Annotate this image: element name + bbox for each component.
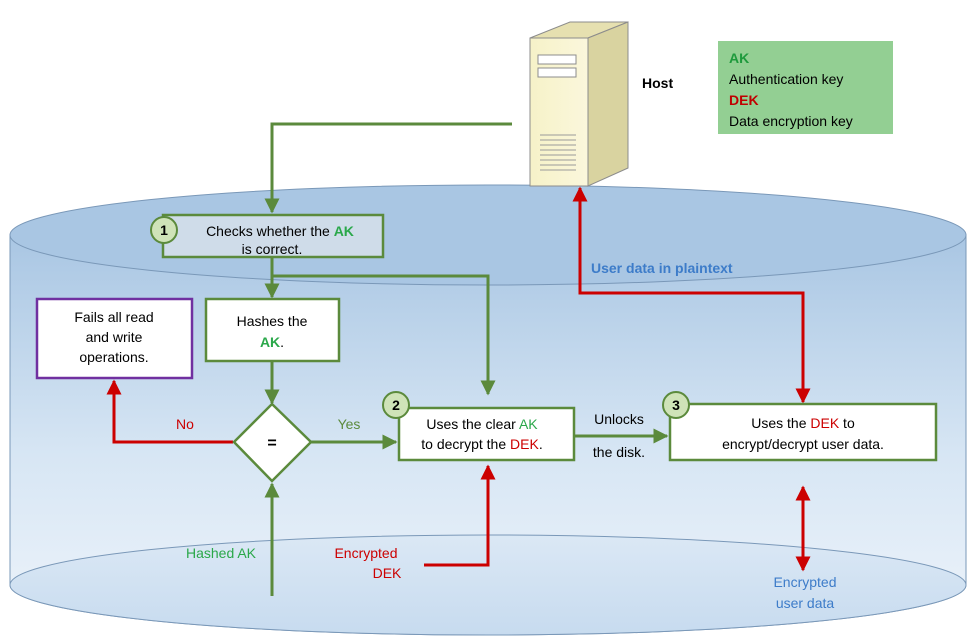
step1-line2: is correct.: [242, 241, 303, 257]
step3-line2: encrypt/decrypt user data.: [722, 436, 884, 452]
no-label: No: [176, 416, 194, 432]
fail-line1: Fails all read: [74, 309, 153, 325]
host-label: Host: [642, 75, 673, 91]
encrypted-user-data-label-line2: user data: [776, 595, 835, 611]
fail-box: Fails all read and write operations.: [35, 297, 194, 380]
step3-host-plaintext-line: [572, 186, 811, 404]
fail-line3: operations.: [79, 349, 148, 365]
step1-badge: [150, 216, 178, 244]
legend-ak-full: Authentication key: [729, 71, 843, 87]
step2-box: 2 Uses the clear AK to decrypt the DEK.: [382, 391, 576, 462]
legend-dek-full: Data encryption key: [729, 113, 853, 129]
encrypted-dek-label-line1: Encrypted: [334, 545, 397, 561]
yes-label: Yes: [338, 416, 361, 432]
legend-box: AK Authentication key DEK Data encryptio…: [718, 41, 893, 134]
step1-line1: Checks whether the AK: [206, 223, 354, 239]
step3-badge: [662, 391, 690, 419]
step1-line1-key: AK: [334, 223, 354, 239]
hashed-ak-label: Hashed AK: [186, 545, 257, 561]
hash-key: AK: [260, 334, 280, 350]
step2-line2-prefix: to decrypt the: [421, 436, 510, 452]
step1-box: 1 Checks whether the AK is correct.: [150, 213, 385, 259]
step2-number: 2: [392, 397, 400, 413]
plaintext-label: User data in plaintext: [591, 260, 733, 276]
host-to-step1-line: [264, 122, 512, 214]
encrypted-dek-to-step2-line: [424, 464, 496, 567]
step2-line1-prefix: Uses the clear: [426, 416, 519, 432]
step2-line1: Uses the clear AK: [426, 416, 538, 432]
compare-symbol: =: [267, 435, 276, 452]
red-connectors: [106, 186, 811, 572]
hash-line1: Hashes the: [237, 313, 308, 329]
step3-line1-suffix: to: [839, 415, 855, 431]
step1-line1-prefix: Checks whether the: [206, 223, 334, 239]
host-server-icon: [529, 21, 629, 187]
fail-line2: and write: [86, 329, 143, 345]
step2-line2-key: DEK: [510, 436, 539, 452]
encrypted-dek-label-line2: DEK: [373, 565, 402, 581]
step3-box: 3 Uses the DEK to encrypt/decrypt user d…: [662, 391, 938, 462]
green-connectors: [264, 122, 669, 596]
step2-line1-key: AK: [519, 416, 538, 432]
step3-line1: Uses the DEK to: [751, 415, 855, 431]
step2-line2-suffix: .: [539, 436, 543, 452]
step2-badge: [382, 391, 410, 419]
hash-box: Hashes the AK.: [204, 297, 341, 363]
encrypted-user-data-label-line1: Encrypted: [773, 574, 836, 590]
legend-dek-abbr: DEK: [729, 92, 759, 108]
step3-number: 3: [672, 397, 680, 413]
unlocks-label-line1: Unlocks: [594, 411, 644, 427]
unlocks-label-line2: the disk.: [593, 444, 645, 460]
step1-number: 1: [160, 222, 168, 238]
compare-diamond: =: [232, 402, 313, 483]
compare-to-fail-line: [106, 379, 233, 444]
hash-suffix: .: [280, 334, 284, 350]
step3-line1-key: DEK: [810, 415, 839, 431]
step2-line2: to decrypt the DEK.: [421, 436, 542, 452]
step3-line1-prefix: Uses the: [751, 415, 810, 431]
hash-line2: AK.: [260, 334, 284, 350]
legend-ak-abbr: AK: [729, 50, 749, 66]
